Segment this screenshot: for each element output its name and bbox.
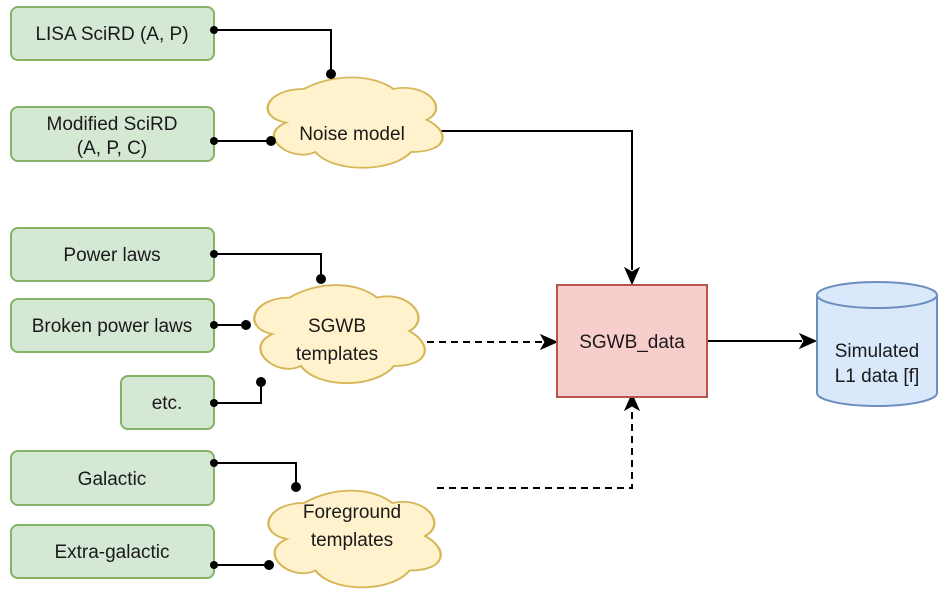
cloud-sgwb-templates[interactable]: SGWB templates bbox=[253, 283, 426, 385]
process-sgwb-data[interactable]: SGWB_data bbox=[556, 284, 708, 398]
filled-dot-icon bbox=[291, 482, 301, 492]
arrowhead-icon bbox=[798, 332, 818, 350]
filled-dot-icon bbox=[256, 377, 266, 387]
filled-dot-icon bbox=[210, 561, 218, 569]
filled-dot-icon bbox=[210, 321, 218, 329]
cloud-noise-model[interactable]: Noise model bbox=[266, 76, 444, 169]
process-sgwb-data-label: SGWB_data bbox=[579, 332, 685, 353]
cloud-nodes: Noise model SGWB templates Foreground te… bbox=[253, 76, 444, 589]
arrowhead-icon bbox=[539, 333, 559, 351]
input-modified-scird-label-line2: (A, P, C) bbox=[77, 138, 147, 159]
filled-dot-icon bbox=[210, 459, 218, 467]
input-broken-power-laws[interactable]: Broken power laws bbox=[10, 298, 215, 353]
edge-foreground-templates-to-sgwb-data bbox=[437, 408, 633, 489]
connector-dots bbox=[210, 26, 336, 570]
input-modified-scird-label-line1: Modified SciRD bbox=[47, 114, 178, 135]
filled-dot-icon bbox=[210, 399, 218, 407]
filled-dot-icon bbox=[210, 26, 218, 34]
input-etc-label: etc. bbox=[152, 393, 183, 414]
input-galactic[interactable]: Galactic bbox=[10, 450, 215, 506]
filled-dot-icon bbox=[210, 137, 218, 145]
input-broken-power-laws-label: Broken power laws bbox=[32, 316, 193, 337]
connectors bbox=[214, 29, 802, 566]
filled-dot-icon bbox=[241, 320, 251, 330]
cloud-foreground-templates-label-line2: templates bbox=[311, 530, 393, 551]
arrowhead-icon bbox=[623, 392, 641, 412]
cloud-foreground-templates-label-line1: Foreground bbox=[303, 502, 401, 523]
filled-dot-icon bbox=[210, 250, 218, 258]
output-simulated-l1-data[interactable]: Simulated L1 data [f] bbox=[816, 281, 938, 407]
edge-galactic-to-foreground-templates bbox=[214, 462, 297, 487]
input-galactic-label: Galactic bbox=[78, 469, 147, 490]
input-etc[interactable]: etc. bbox=[120, 375, 215, 430]
cloud-foreground-templates[interactable]: Foreground templates bbox=[267, 489, 442, 589]
arrowhead-icon bbox=[623, 266, 641, 286]
input-modified-scird[interactable]: Modified SciRD (A, P, C) bbox=[10, 106, 215, 162]
filled-dot-icon bbox=[326, 69, 336, 79]
filled-dot-icon bbox=[266, 136, 276, 146]
filled-dot-icon bbox=[264, 560, 274, 570]
cloud-sgwb-templates-label-line1: SGWB bbox=[308, 316, 366, 337]
cloud-noise-model-label: Noise model bbox=[299, 124, 405, 145]
edge-etc-to-sgwb-templates bbox=[214, 382, 262, 404]
edge-power-laws-to-sgwb-templates bbox=[214, 253, 322, 279]
input-power-laws-label: Power laws bbox=[63, 245, 160, 266]
output-label-line1: Simulated bbox=[835, 341, 920, 362]
input-lisa-scird[interactable]: LISA SciRD (A, P) bbox=[10, 6, 215, 61]
input-boxes: LISA SciRD (A, P) Modified SciRD (A, P, … bbox=[10, 6, 215, 579]
filled-dot-icon bbox=[316, 274, 326, 284]
cloud-sgwb-templates-label-line2: templates bbox=[296, 344, 378, 365]
arrowheads bbox=[539, 266, 818, 412]
input-extra-galactic-label: Extra-galactic bbox=[54, 542, 169, 563]
output-label-line2: L1 data [f] bbox=[835, 366, 920, 387]
input-extra-galactic[interactable]: Extra-galactic bbox=[10, 524, 215, 579]
edge-noise-model-to-sgwb-data bbox=[432, 130, 633, 270]
input-power-laws[interactable]: Power laws bbox=[10, 227, 215, 282]
edge-lisa-scird-to-noise-model bbox=[214, 29, 332, 74]
input-lisa-scird-label: LISA SciRD (A, P) bbox=[35, 24, 188, 45]
